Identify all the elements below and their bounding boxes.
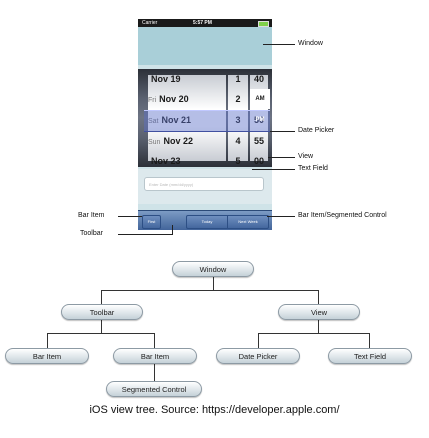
tree-edge [258,333,370,334]
picker-cell: 4 [235,136,241,146]
picker-ampm-pm[interactable]: PM [255,117,265,123]
toolbar-callout-line [118,234,173,235]
bar-item-segmented-callout-label: Bar Item/Segmented Control [298,212,387,219]
tree-edge [101,290,319,291]
picker-cell: 50 [253,115,264,125]
figure-caption: iOS view tree. Source: https://developer… [89,404,340,416]
bar-item-segmented-callout-line [267,216,295,217]
view-callout-line [268,157,295,158]
picker-ampm-am[interactable]: AM [250,89,270,109]
tree-edge [369,333,370,348]
first-button[interactable]: First [142,215,161,229]
tree-node-bar-item: Bar Item [5,348,89,364]
tree-edge [318,320,319,333]
bar-item-callout-label: Bar Item [78,212,105,219]
picker-row: Nov 19 [151,74,181,84]
tree-edge [213,277,214,290]
tree-node-date-picker: Date Picker [216,348,300,364]
tree-node-toolbar: Toolbar [61,304,143,320]
picker-selection-bar [144,110,270,132]
date-picker-callout-label: Date Picker [298,127,335,134]
battery-icon [258,21,269,27]
picker-cell: 1 [235,74,241,84]
text-field-callout-label: Text Field [298,165,328,172]
window-area [138,27,272,65]
bar-item-callout-line [118,216,142,217]
toolbar-callout-label: Toolbar [80,230,103,237]
view-callout-label: View [298,153,314,160]
tree-edge [101,290,102,304]
status-time: 5:57 PM [193,20,212,26]
tree-edge [101,320,102,333]
today-segment[interactable]: Today [186,215,228,229]
text-field[interactable]: Enter Date (mm/dd/yyyy) [144,177,264,191]
tree-edge [154,364,155,381]
tree-node-bar-item: Bar Item [113,348,197,364]
picker-cell: 40 [253,74,264,84]
picker-cell: 2 [235,94,241,104]
date-picker-callout-line [270,131,295,132]
picker-cell: 5 [235,156,241,166]
toolbar: First Today Next Week [138,210,272,230]
status-carrier: Carrier [142,20,158,26]
tree-edge [318,290,319,304]
window-callout-line [263,44,295,45]
picker-hour-column[interactable]: 1 2 3 4 5 [228,74,248,166]
next-week-segment[interactable]: Next Week [227,215,269,229]
window-callout-label: Window [298,40,323,47]
tree-node-segmented-control: Segmented Control [106,381,202,397]
tree-edge [47,333,155,334]
status-bar: Carrier 5:57 PM [138,19,272,27]
picker-cell: 3 [235,115,241,125]
tree-node-view: View [278,304,360,320]
tree-edge [258,333,259,348]
picker-cell: 55 [253,136,264,146]
tree-edge [154,333,155,348]
picker-cell: 00 [253,156,264,166]
tree-node-window: Window [172,261,254,277]
tree-edge [47,333,48,348]
text-field-callout-line [252,169,295,170]
picker-row: Nov 23 [151,156,181,166]
tree-node-text-field: Text Field [328,348,412,364]
toolbar-callout-tick [172,225,173,235]
